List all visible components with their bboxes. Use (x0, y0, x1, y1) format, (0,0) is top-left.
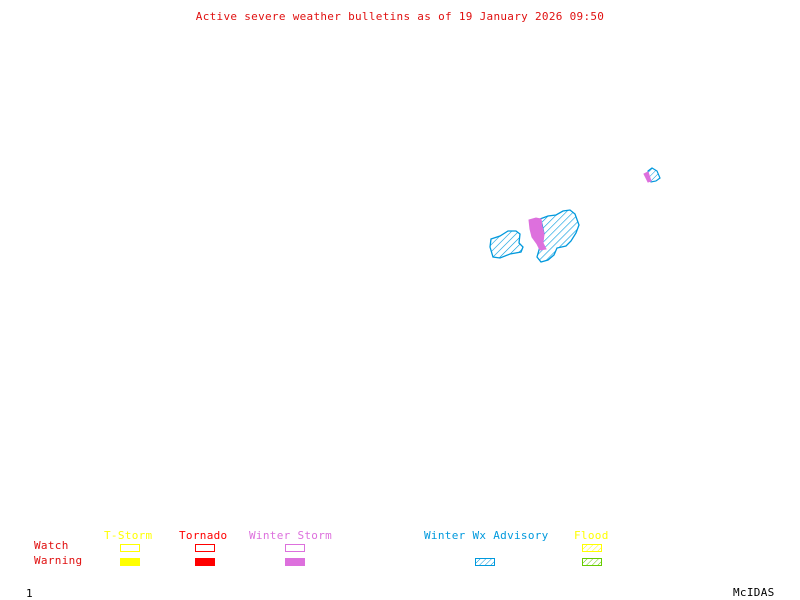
frame-number: 1 (26, 587, 33, 600)
flood-watch-swatch (582, 544, 602, 552)
legend-winter-advisory-label: Winter Wx Advisory (424, 529, 549, 542)
winter-advisory-swatch (475, 558, 495, 566)
winter-storm-warning-swatch (285, 558, 305, 566)
winter-advisory-area-west (489, 230, 524, 259)
legend-row-warning: Warning (34, 554, 83, 567)
legend-winter-storm-label: Winter Storm (249, 529, 333, 542)
legend-tornado-label: Tornado (179, 529, 228, 542)
winter-storm-watch-swatch (285, 544, 305, 552)
legend-tstorm-label: T-Storm (104, 529, 153, 542)
tornado-watch-swatch (195, 544, 215, 552)
flood-warning-swatch (582, 558, 602, 566)
software-label: McIDAS (733, 586, 775, 599)
bulletin-title: Active severe weather bulletins as of 19… (195, 10, 605, 23)
legend-row-watch: Watch (34, 539, 69, 552)
winter-storm-warning-area-central (528, 217, 547, 251)
tstorm-watch-swatch (120, 544, 140, 552)
legend-flood-label: Flood (574, 529, 609, 542)
winter-storm-warning-area-northeast (643, 171, 652, 183)
tstorm-warning-swatch (120, 558, 140, 566)
tornado-warning-swatch (195, 558, 215, 566)
